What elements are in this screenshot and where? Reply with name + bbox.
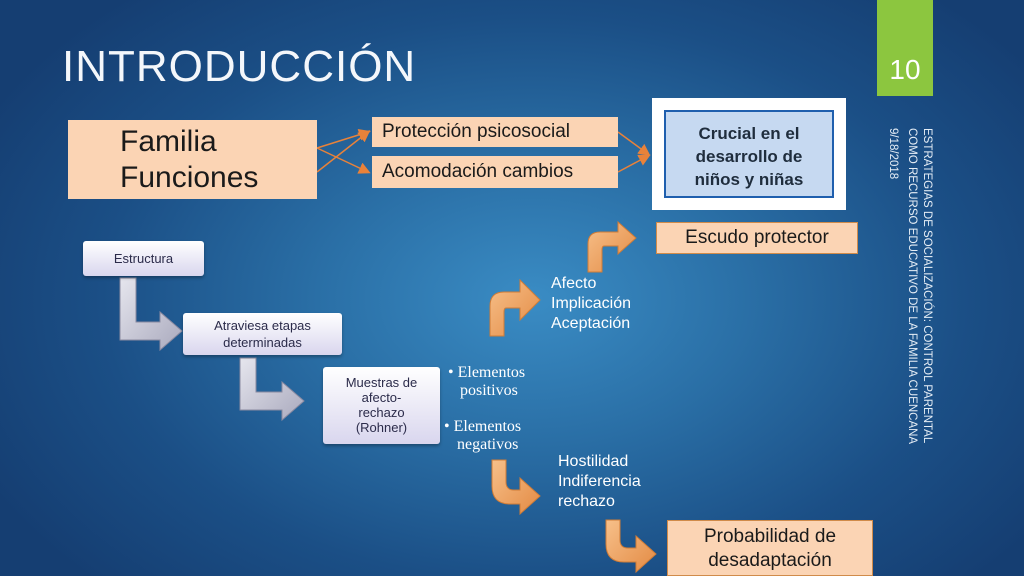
- probabilidad-line-2: desadaptación: [708, 550, 832, 571]
- positivos-line-2: positivos: [460, 382, 518, 399]
- curved-arrow-negative: [491, 459, 541, 516]
- connector-acomodacion-crucial: [617, 154, 651, 173]
- bent-arrow-atraviesa: [239, 357, 305, 422]
- bent-arrow-estructura: [119, 277, 183, 352]
- curved-arrow-escudo: [587, 220, 637, 273]
- trait-hostilidad: Hostilidad: [558, 453, 629, 470]
- muestras-box: Muestras de afecto- rechazo (Rohner): [323, 367, 440, 444]
- positive-traits: Afecto Implicación Aceptación: [551, 274, 671, 334]
- familia-funciones-box: Familia Funciones: [68, 120, 317, 199]
- estructura-box: Estructura: [83, 241, 204, 276]
- atraviesa-line-2: determinadas: [223, 335, 302, 350]
- acomodacion-box: Acomodación cambios: [372, 156, 618, 188]
- muestras-line-3: rechazo: [358, 405, 405, 420]
- negativos-line-1: • Elementos: [444, 418, 522, 435]
- familia-line-2: Funciones: [120, 161, 259, 194]
- crucial-box: Crucial en el desarrollo de niños y niña…: [664, 110, 834, 198]
- trait-implicacion: Implicación: [551, 295, 632, 312]
- curved-arrow-probabilidad: [605, 519, 657, 574]
- atraviesa-line-1: Atraviesa etapas: [214, 318, 311, 333]
- muestras-line-1: Muestras de: [345, 375, 418, 390]
- trait-rechazo: rechazo: [558, 493, 615, 510]
- trait-aceptacion: Aceptación: [551, 315, 631, 332]
- trait-afecto: Afecto: [551, 275, 597, 292]
- escudo-protector-box: Escudo protector: [656, 222, 858, 254]
- connector-proteccion-crucial: [617, 131, 651, 156]
- probabilidad-line-1: Probabilidad de: [703, 526, 837, 547]
- slide-title: INTRODUCCIÓN: [62, 42, 417, 91]
- trait-indiferencia: Indiferencia: [558, 473, 641, 490]
- crucial-line-1: Crucial en el: [698, 124, 800, 143]
- muestras-line-2: afecto-: [361, 390, 402, 405]
- elementos-negativos: • Elementos negativos: [444, 418, 574, 454]
- connector-familia-proteccion: [316, 128, 371, 149]
- connector-familia-acomodacion: [316, 147, 371, 174]
- curved-arrow-positive: [489, 278, 541, 337]
- negative-traits: Hostilidad Indiferencia rechazo: [558, 452, 678, 512]
- positivos-line-1: • Elementos: [448, 364, 526, 381]
- crucial-line-3: niños y niñas: [694, 170, 804, 189]
- atraviesa-box: Atraviesa etapas determinadas: [183, 313, 342, 355]
- proteccion-box: Protección psicosocial: [372, 117, 618, 147]
- probabilidad-box: Probabilidad de desadaptación: [667, 520, 873, 576]
- slide-number: 10: [889, 54, 921, 85]
- familia-line-1: Familia: [120, 125, 217, 158]
- crucial-line-2: desarrollo de: [695, 147, 803, 166]
- muestras-line-4: (Rohner): [355, 420, 408, 435]
- slide-number-tab: [877, 0, 933, 96]
- elementos-positivos: • Elementos positivos: [448, 364, 578, 400]
- connector-proteccion-acomodacion-cross: [316, 130, 371, 173]
- negativos-line-2: negativos: [457, 436, 519, 453]
